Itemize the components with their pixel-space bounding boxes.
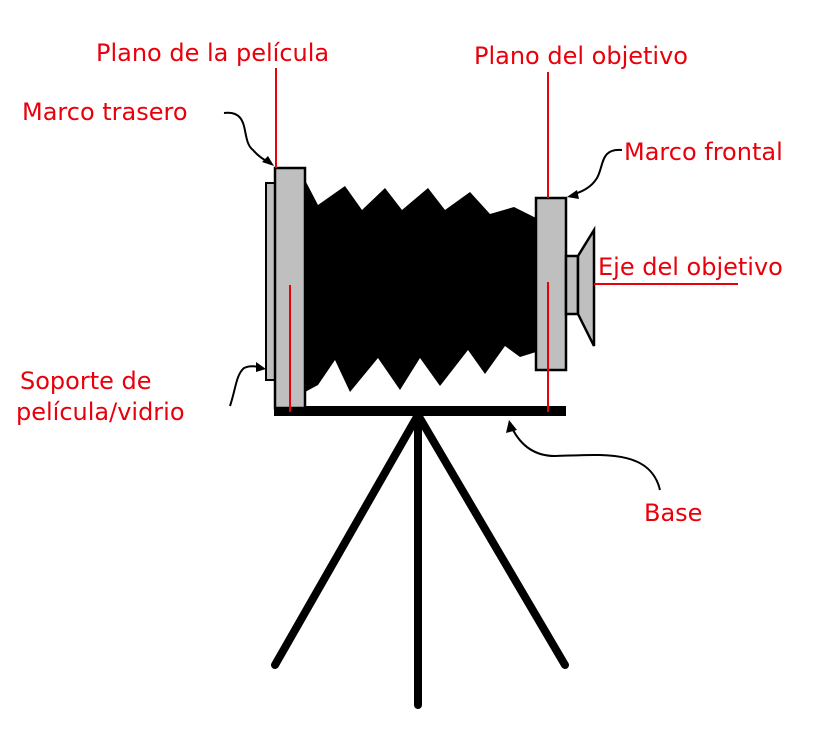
lens-barrel — [564, 254, 580, 316]
label-base: Base — [644, 499, 702, 527]
tripod — [271, 411, 569, 709]
label-film-holder-line2: película/vidrio — [16, 398, 185, 426]
rear-frame-leader — [223, 111, 271, 164]
label-front-frame: Marco frontal — [624, 138, 783, 166]
lens-hood — [576, 225, 596, 347]
front-frame — [534, 196, 568, 372]
reference-lines — [275, 68, 738, 412]
front-frame-arrowhead — [567, 190, 579, 199]
base-rail — [274, 406, 566, 416]
labels: Plano de la película Plano del objetivo … — [16, 39, 783, 527]
base-arrowhead — [506, 420, 517, 433]
label-film-plane: Plano de la película — [96, 39, 329, 67]
front-frame-leader — [571, 148, 623, 196]
label-lens-axis: Eje del objetivo — [598, 253, 783, 281]
base-leader — [511, 427, 661, 491]
film-holder-arrowhead — [256, 362, 266, 372]
lens — [564, 225, 596, 347]
label-rear-frame: Marco trasero — [22, 98, 188, 126]
film-holder-leader — [229, 365, 263, 407]
rear-frame-arrowhead — [262, 156, 274, 166]
label-film-holder-line1: Soporte de — [20, 367, 152, 395]
tripod-leg-right — [414, 411, 569, 669]
leader-arrows — [223, 111, 661, 491]
tripod-leg-left — [271, 411, 422, 669]
bellows — [305, 180, 536, 392]
label-lens-plane: Plano del objetivo — [474, 42, 688, 70]
